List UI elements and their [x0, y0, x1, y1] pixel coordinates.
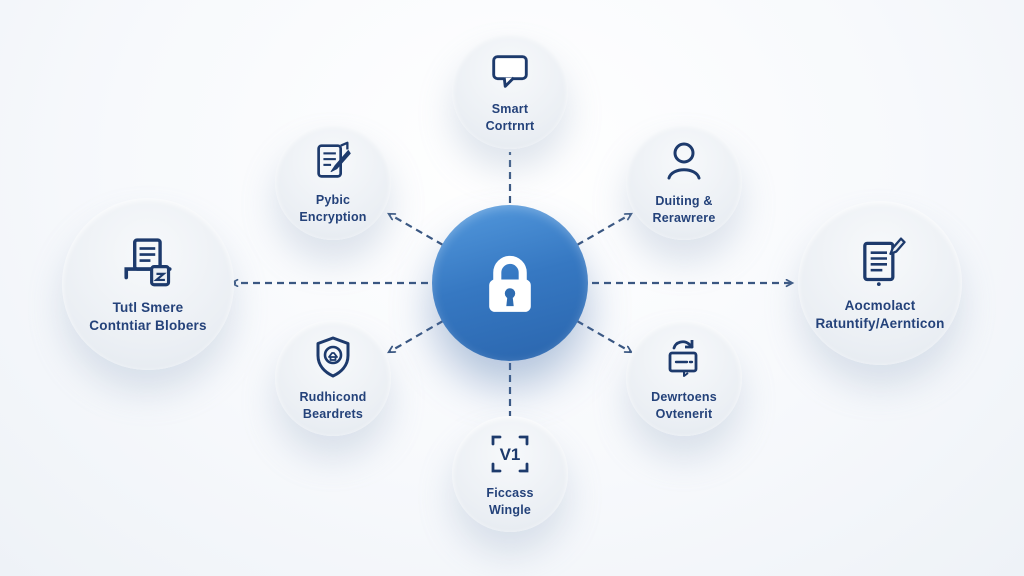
lock-icon	[489, 255, 531, 312]
version-frame-icon: V1	[491, 435, 529, 473]
shield-check-icon	[316, 336, 350, 378]
node-label: Smart Cortrnrt	[485, 102, 535, 133]
node-label: Dewrtoens Ovtenerit	[651, 390, 717, 421]
node-label: Rudhicond Beardrets	[299, 390, 367, 421]
node-label: Tutl Smere Contntiar Blobers	[89, 299, 207, 333]
speech-bubble-icon	[492, 55, 528, 89]
box-sync-icon	[668, 340, 698, 378]
node-automated-notification: Aocmolact Ratuntify/Aernticon	[798, 201, 962, 365]
document-pen-icon	[863, 237, 906, 286]
node-reinforced-standards: Rudhicond Beardrets	[275, 320, 391, 436]
node-public-encryption: Pybic Encryption	[275, 124, 391, 240]
node-smart-container: Tutl Smere Contntiar Blobers	[62, 198, 234, 370]
node-label: Duiting & Rerawrere	[652, 194, 716, 225]
node-label: Pybic Encryption	[299, 193, 367, 224]
node-label: Aocmolact Ratuntify/Aernticon	[815, 297, 945, 331]
central-lock-node	[432, 205, 588, 361]
node-developers-content: Dewrtoens Ovtenerit	[626, 320, 742, 436]
node-smart-contract: Smart Cortrnrt	[452, 33, 568, 149]
svg-text:V1: V1	[500, 445, 521, 464]
node-process-single: V1 Ficcass Wingle	[452, 416, 568, 532]
printer-document-icon	[124, 238, 172, 287]
person-icon	[667, 142, 701, 180]
node-label: Ficcass Wingle	[486, 486, 534, 517]
clipboard-pencil-icon	[317, 141, 351, 178]
node-auditing: Duiting & Rerawrere	[626, 124, 742, 240]
